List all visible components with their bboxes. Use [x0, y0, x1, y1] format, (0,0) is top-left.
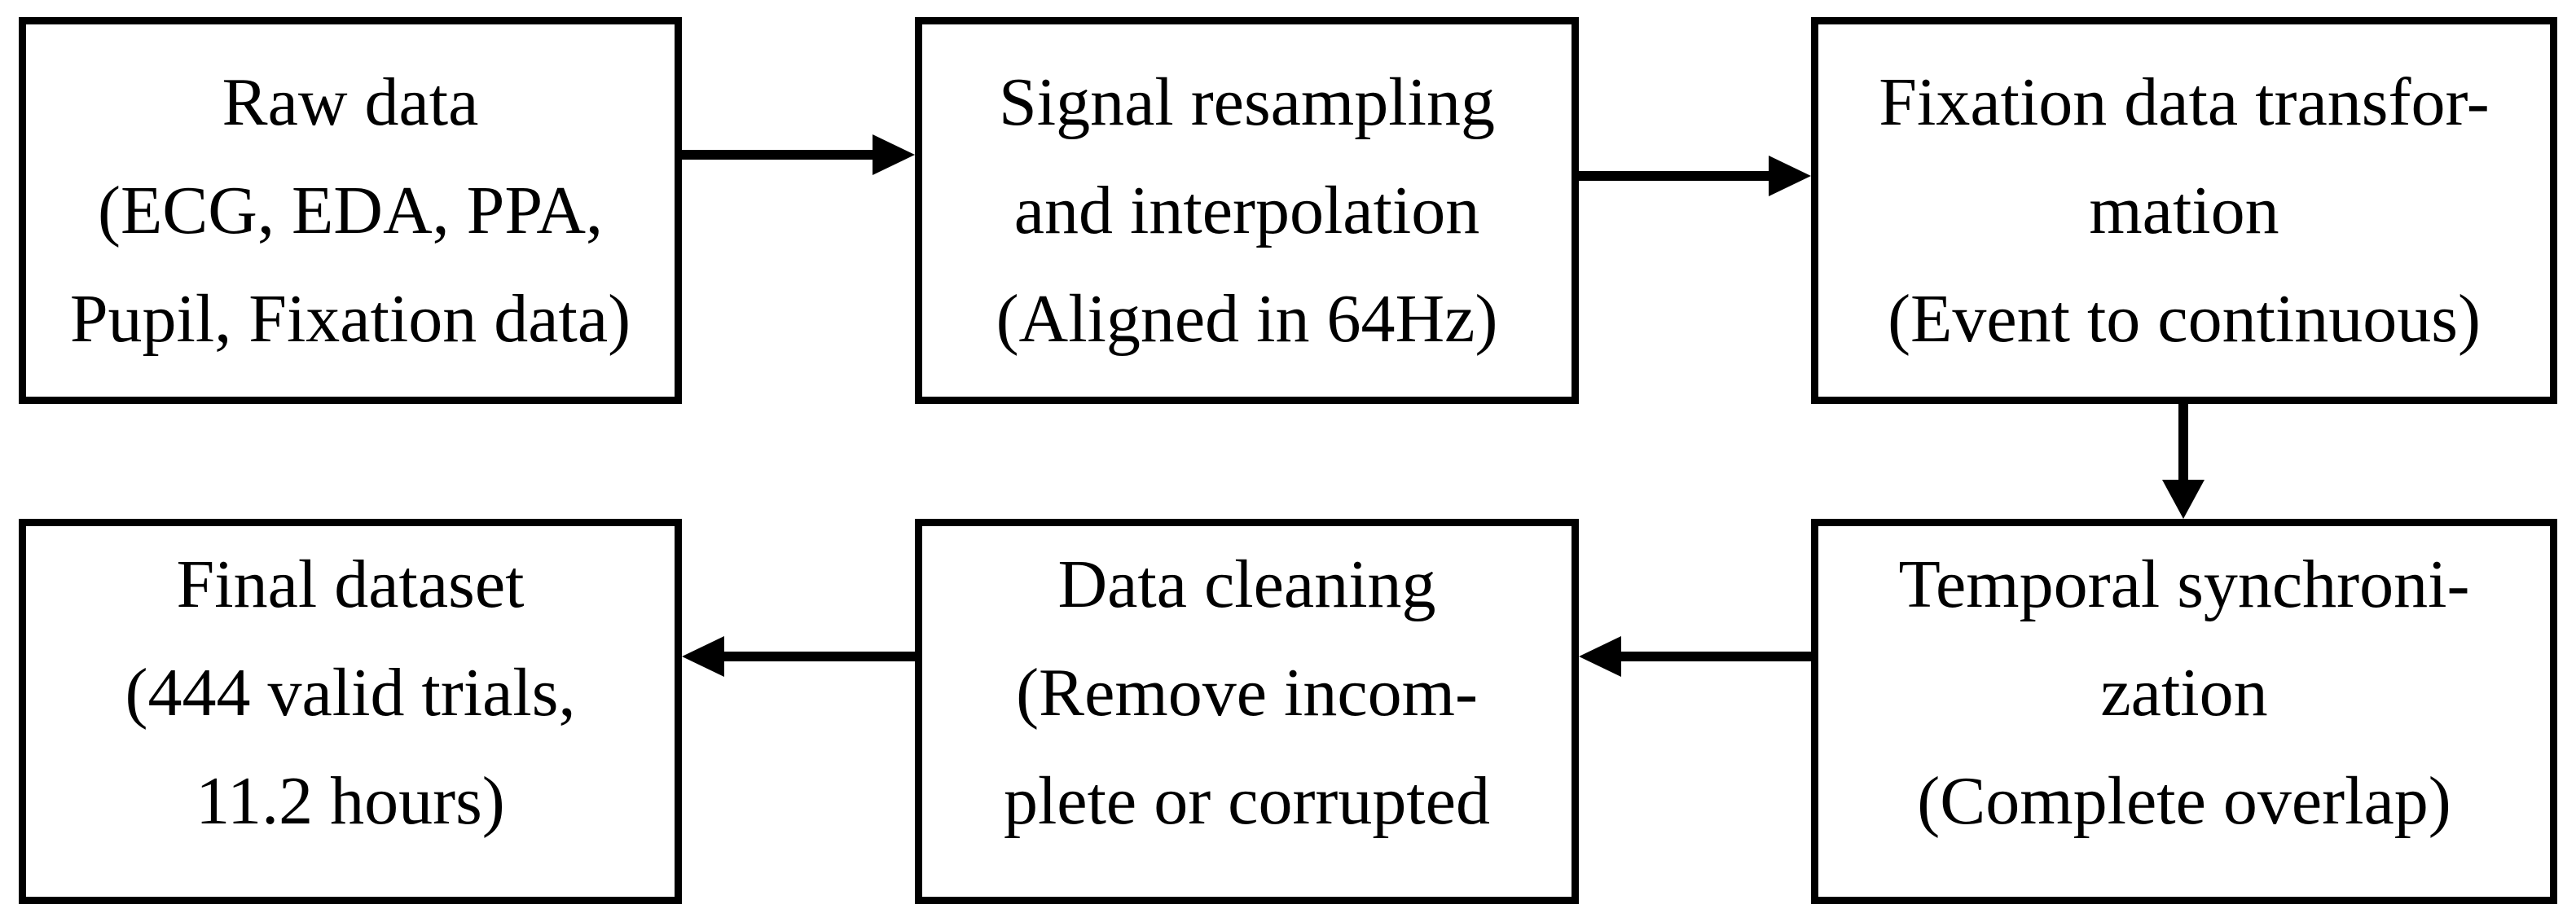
flow-box-signal-resampling: Signal resampling and interpolation (Ali…: [915, 17, 1579, 404]
flow-box-final-dataset: Final dataset (444 valid trials, 11.2 ho…: [19, 519, 682, 904]
box-line: Fixation data transfor-: [1879, 64, 2490, 140]
box-line: Pupil, Fixation data): [69, 281, 631, 357]
box-line: Final dataset: [176, 546, 525, 622]
box-line: 11.2 hours): [196, 762, 505, 839]
arrowhead-down-icon: [2162, 480, 2205, 519]
arrowhead-left-icon: [1579, 636, 1621, 677]
arrow-shaft: [721, 652, 915, 661]
box-line: (Aligned in 64Hz): [996, 281, 1498, 357]
flow-box-temporal-synchronization: Temporal synchroni- zation (Complete ove…: [1811, 519, 2557, 904]
box-line: Signal resampling: [999, 64, 1495, 140]
flow-box-fixation-data-transformation: Fixation data transfor- mation (Event to…: [1811, 17, 2557, 404]
box-line: (444 valid trials,: [125, 654, 576, 731]
box-line: (Remove incom-: [1016, 654, 1478, 731]
arrowhead-right-icon: [873, 134, 915, 175]
box-line: Raw data: [222, 64, 479, 140]
box-line: (ECG, EDA, PPA,: [98, 173, 603, 248]
arrowhead-right-icon: [1769, 156, 1811, 196]
flow-box-data-cleaning: Data cleaning (Remove incom- plete or co…: [915, 519, 1579, 904]
box-line: mation: [2089, 173, 2279, 248]
box-line: and interpolation: [1013, 173, 1480, 248]
box-line: zation: [2100, 654, 2268, 731]
arrow-shaft: [1618, 652, 1811, 661]
box-line: (Complete overlap): [1917, 762, 2451, 839]
arrow-shaft: [2178, 404, 2188, 481]
box-line: (Event to continuous): [1888, 281, 2481, 357]
box-line: Temporal synchroni-: [1898, 546, 2470, 622]
box-line: plete or corrupted: [1003, 762, 1491, 839]
flow-box-raw-data: Raw data (ECG, EDA, PPA, Pupil, Fixation…: [19, 17, 682, 404]
arrow-shaft: [682, 150, 877, 160]
arrow-shaft: [1579, 171, 1772, 181]
box-line: Data cleaning: [1057, 546, 1436, 622]
arrowhead-left-icon: [682, 636, 724, 677]
